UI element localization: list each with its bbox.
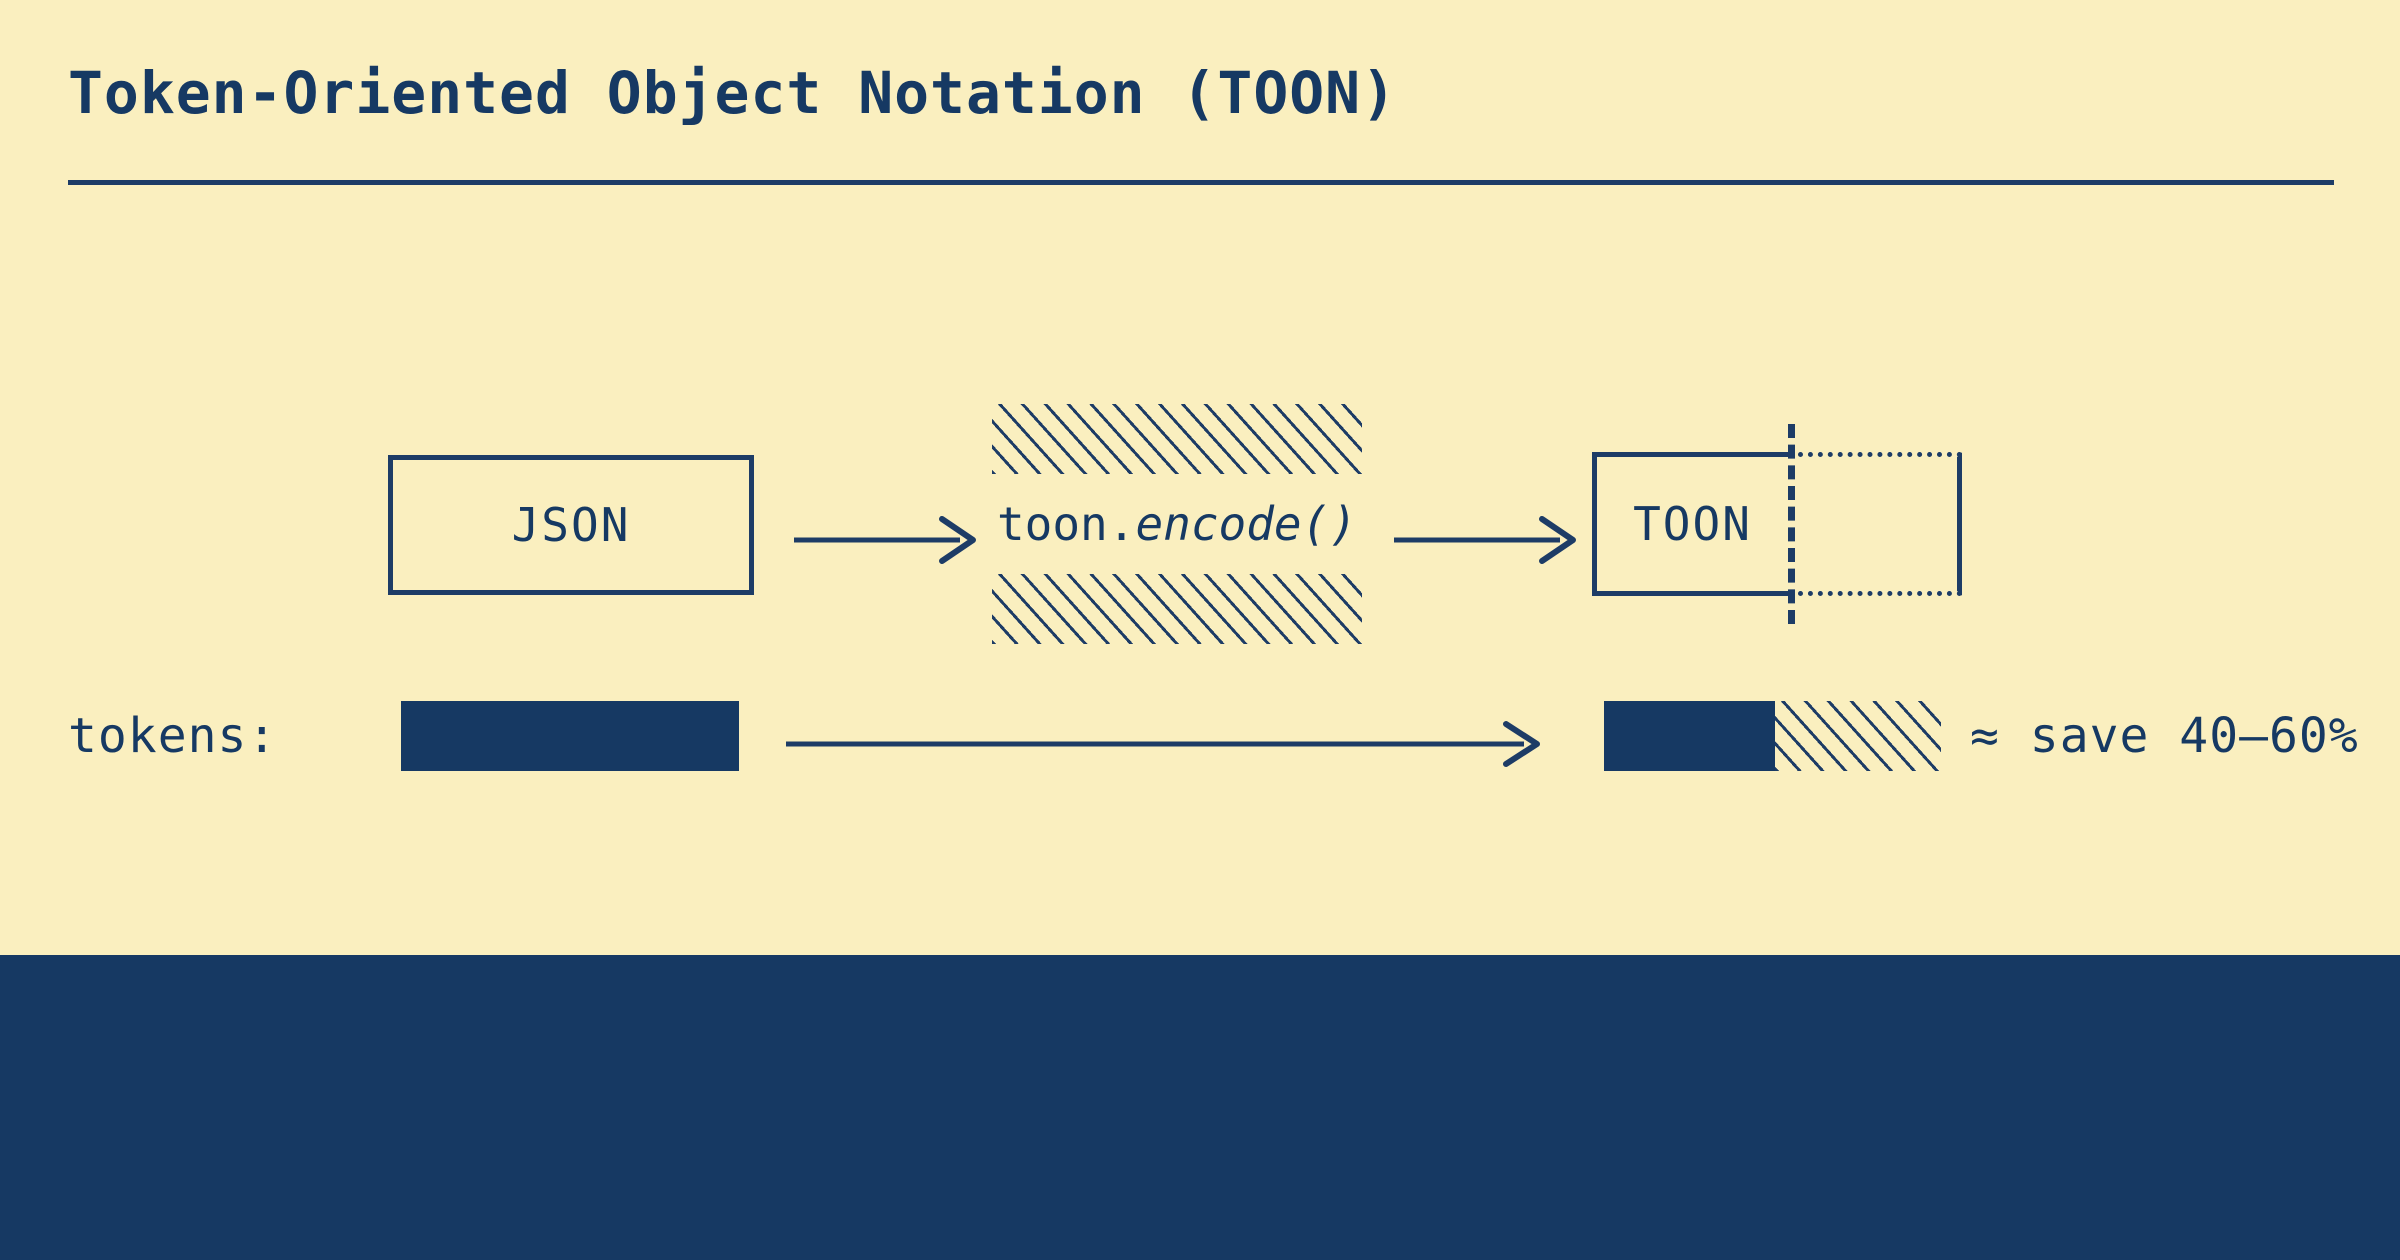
arrow-encode-to-toon-icon: [1394, 516, 1576, 564]
token-bar-json: [401, 701, 739, 771]
process-encode-call: encode(): [1135, 497, 1358, 551]
title-divider-rule: [68, 180, 2334, 185]
node-json-label: JSON: [511, 498, 631, 552]
token-bar-toon-saved: [1775, 701, 1941, 771]
process-encode: toon.encode(): [992, 404, 1362, 644]
hatch-pattern-bottom: [992, 574, 1362, 644]
node-toon: TOON: [1592, 452, 1788, 596]
process-encode-prefix: toon.: [996, 497, 1136, 551]
node-toon-group: TOON: [1592, 424, 1962, 624]
toon-savings-ghost-region: [1798, 452, 1962, 596]
token-bar-toon-group: [1604, 701, 1941, 771]
token-bar-toon-used: [1604, 701, 1775, 771]
page-title: Token-Oriented Object Notation (TOON): [68, 59, 1398, 127]
hatch-pattern-top: [992, 404, 1362, 474]
arrow-json-to-encode-icon: [794, 516, 976, 564]
node-json: JSON: [388, 455, 754, 595]
arrow-tokens-comparison-icon: [786, 721, 1540, 767]
sample-panel: sample: JSON→{ "tags": ["jazz", "chill",…: [0, 955, 2400, 1260]
flow-diagram: JSON toon.encode() TOON tokens:: [68, 404, 2359, 771]
process-encode-label: toon.encode(): [992, 474, 1362, 574]
toon-savings-divider: [1788, 424, 1795, 624]
node-toon-label: TOON: [1633, 497, 1752, 551]
tokens-row-label: tokens:: [68, 708, 278, 764]
savings-note: ≈ save 40–60%: [1970, 708, 2359, 764]
